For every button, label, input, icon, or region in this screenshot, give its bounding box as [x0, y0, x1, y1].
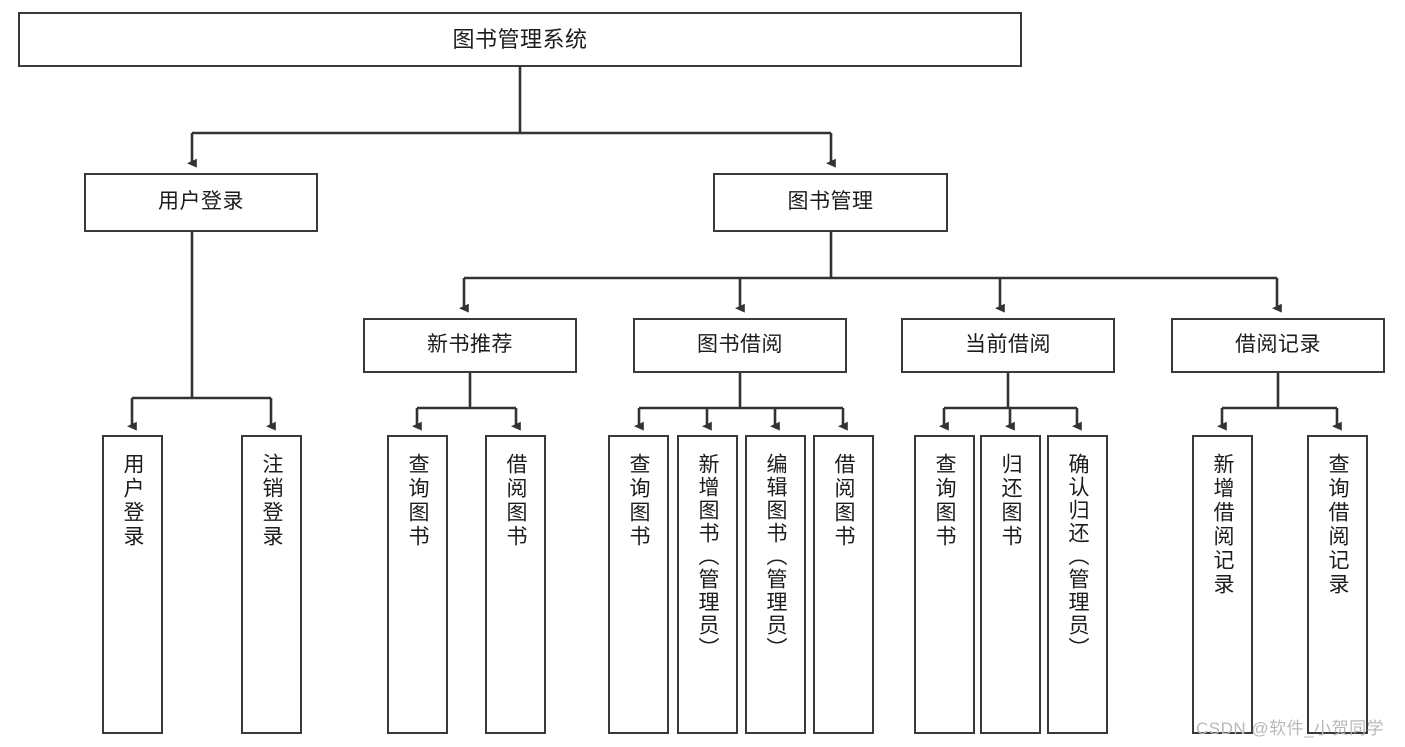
- node-label: 注销登录: [260, 453, 283, 549]
- leaf-borrow-edit-book-admin[interactable]: 编辑图书（管理员）: [745, 435, 806, 734]
- csdn-watermark: CSDN @软件_小贺同学: [1196, 719, 1385, 738]
- node-book-management[interactable]: 图书管理: [713, 173, 948, 232]
- node-user-login[interactable]: 用户登录: [84, 173, 318, 232]
- node-label: 确认归还（管理员）: [1066, 453, 1089, 660]
- node-label: 查询图书: [627, 453, 650, 549]
- leaf-borrow-borrow-book[interactable]: 借阅图书: [813, 435, 874, 734]
- node-label: 查询图书: [406, 453, 429, 549]
- leaf-current-return-book[interactable]: 归还图书: [980, 435, 1041, 734]
- node-label: 新增图书（管理员）: [696, 453, 719, 660]
- node-label: 归还图书: [999, 453, 1022, 549]
- leaf-new-book-borrow[interactable]: 借阅图书: [485, 435, 546, 734]
- node-label: 图书管理系统: [452, 26, 588, 52]
- node-label: 借阅图书: [504, 453, 527, 549]
- node-label: 新书推荐: [427, 333, 513, 357]
- node-label: 当前借阅: [965, 333, 1051, 357]
- node-label: 查询借阅记录: [1326, 453, 1349, 597]
- node-label: 用户登录: [121, 453, 144, 549]
- leaf-user-login-logout[interactable]: 注销登录: [241, 435, 302, 734]
- node-label: 图书管理: [787, 190, 874, 214]
- leaf-current-confirm-return-admin[interactable]: 确认归还（管理员）: [1047, 435, 1108, 734]
- node-label: 查询图书: [933, 453, 956, 549]
- node-current-borrow[interactable]: 当前借阅: [901, 318, 1115, 373]
- node-book-borrow[interactable]: 图书借阅: [633, 318, 847, 373]
- node-root-system[interactable]: 图书管理系统: [18, 12, 1022, 67]
- leaf-current-query-book[interactable]: 查询图书: [914, 435, 975, 734]
- leaf-new-book-query[interactable]: 查询图书: [387, 435, 448, 734]
- leaf-record-query-record[interactable]: 查询借阅记录: [1307, 435, 1368, 734]
- node-borrow-record[interactable]: 借阅记录: [1171, 318, 1385, 373]
- leaf-user-login-signin[interactable]: 用户登录: [102, 435, 163, 734]
- leaf-borrow-query-book[interactable]: 查询图书: [608, 435, 669, 734]
- leaf-borrow-add-book-admin[interactable]: 新增图书（管理员）: [677, 435, 738, 734]
- node-new-book-recommend[interactable]: 新书推荐: [363, 318, 577, 373]
- node-label: 借阅记录: [1235, 333, 1321, 357]
- node-label: 用户登录: [158, 190, 244, 214]
- node-label: 图书借阅: [697, 333, 783, 357]
- leaf-record-add-record[interactable]: 新增借阅记录: [1192, 435, 1253, 734]
- node-label: 编辑图书（管理员）: [764, 453, 787, 660]
- node-label: 借阅图书: [832, 453, 855, 549]
- node-label: 新增借阅记录: [1211, 453, 1234, 597]
